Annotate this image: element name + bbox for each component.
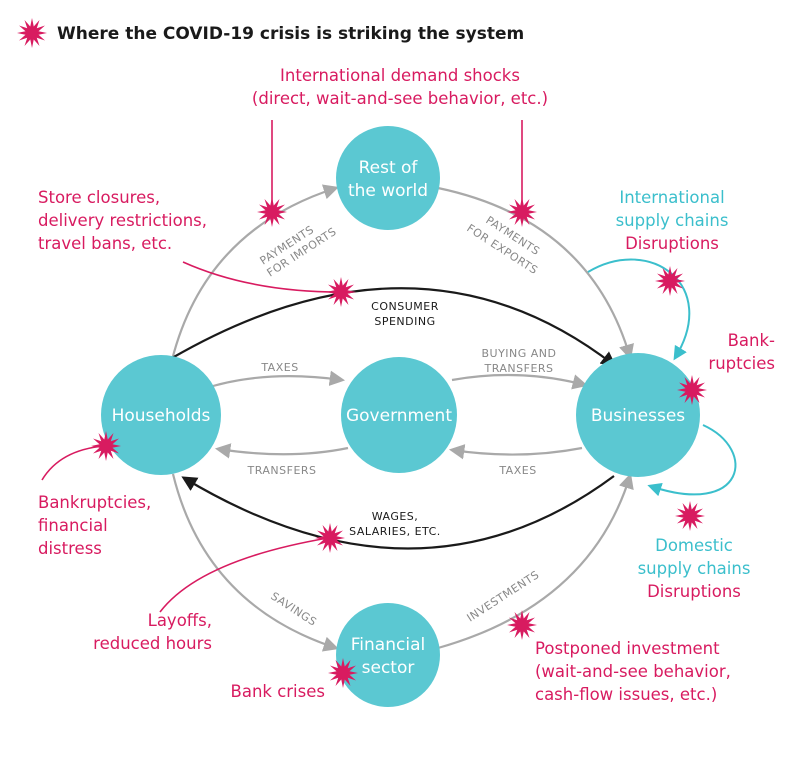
node-households <box>101 355 221 475</box>
text-bankruptcies-households-3: distress <box>38 539 102 558</box>
text-international-supply-3: Disruptions <box>625 234 719 253</box>
text-store-closures-2: delivery restrictions, <box>38 211 207 230</box>
legend-text: Where the COVID-19 crisis is striking th… <box>57 24 524 44</box>
node-businesses-label: Businesses <box>591 406 685 426</box>
burst-financial-sector-icon <box>328 658 358 688</box>
dark-flows <box>171 287 617 550</box>
supply-chain-texts: International supply chains Disruptions … <box>616 188 751 601</box>
text-store-closures-3: travel bans, etc. <box>38 234 172 253</box>
arrow-consumer-spending <box>171 287 617 367</box>
arrow-buying-and-transfers <box>451 373 588 390</box>
text-bankruptcies-households-1: Bankruptcies, <box>38 493 151 512</box>
arrow-savings <box>171 473 339 652</box>
text-bankruptcies-households-2: financial <box>38 516 108 535</box>
label-investments: INVESTMENTS <box>465 568 542 624</box>
burst-consumer-spending-icon <box>326 277 356 307</box>
text-bankruptcies-businesses-2: ruptcies <box>708 354 775 373</box>
text-postponed-investment-1: Postponed investment <box>535 639 720 658</box>
label-consumer-spending-1: CONSUMER <box>371 300 439 313</box>
label-wages-1: WAGES, <box>372 510 419 523</box>
burst-domestic-supply-icon <box>675 501 705 531</box>
node-businesses <box>576 353 700 477</box>
arrow-investments <box>437 473 634 650</box>
text-international-supply-1: International <box>619 188 724 207</box>
leader-layoffs <box>159 537 329 613</box>
arrow-transfers <box>214 443 349 459</box>
text-layoffs-1: Layoffs, <box>148 611 212 630</box>
text-international-demand-2: (direct, wait-and-see behavior, etc.) <box>252 89 548 108</box>
label-taxes-businesses: TAXES <box>498 464 536 477</box>
text-international-demand-1: International demand shocks <box>280 66 520 85</box>
node-financial-sector <box>336 603 440 707</box>
burst-businesses-icon <box>677 375 707 405</box>
leader-store-closures <box>182 261 341 293</box>
label-buying-and-transfers-1: BUYING AND <box>481 347 556 360</box>
node-households-label: Households <box>112 406 211 426</box>
label-consumer-spending-2: SPENDING <box>374 315 435 328</box>
burst-exports-icon <box>507 197 537 227</box>
text-bank-crises: Bank crises <box>231 682 325 701</box>
label-transfers: TRANSFERS <box>246 464 316 477</box>
node-rest-of-world <box>336 126 440 230</box>
arrow-payments-for-imports <box>170 184 339 361</box>
node-financial-sector-line1: Financial <box>351 635 425 655</box>
text-postponed-investment-3: cash-flow issues, etc.) <box>535 685 717 704</box>
label-taxes-households: TAXES <box>260 361 298 374</box>
node-rest-of-world-line2: the world <box>348 181 428 201</box>
text-postponed-investment-2: (wait-and-see behavior, <box>535 662 731 681</box>
label-wages-2: SALARIES, ETC. <box>349 525 441 538</box>
burst-investments-icon <box>507 610 537 640</box>
node-rest-of-world-line1: Rest of <box>359 158 419 178</box>
text-domestic-supply-3: Disruptions <box>647 582 741 601</box>
arrow-wages <box>181 475 615 550</box>
arrow-payments-for-exports <box>437 186 634 360</box>
label-buying-and-transfers-2: TRANSFERS <box>483 362 553 375</box>
burst-wages-icon <box>315 523 345 553</box>
shock-bursts <box>91 197 707 688</box>
loop-domestic-supply <box>647 424 737 497</box>
gray-flows <box>170 184 634 652</box>
leader-households-bankruptcies <box>41 445 105 481</box>
legend-burst-icon <box>17 18 47 48</box>
burst-imports-icon <box>257 197 287 227</box>
node-financial-sector-line2: sector <box>362 658 415 678</box>
legend: Where the COVID-19 crisis is striking th… <box>17 18 524 48</box>
node-government-label: Government <box>346 406 452 426</box>
text-domestic-supply-1: Domestic <box>655 536 733 555</box>
text-layoffs-2: reduced hours <box>93 634 212 653</box>
text-store-closures-1: Store closures, <box>38 188 160 207</box>
burst-households-icon <box>91 431 121 461</box>
node-government <box>341 357 457 473</box>
pink-leaders <box>41 120 523 613</box>
text-domestic-supply-2: supply chains <box>638 559 751 578</box>
text-international-supply-2: supply chains <box>616 211 729 230</box>
arrow-taxes-businesses <box>448 444 583 460</box>
nodes: Rest of the world Households Government … <box>101 126 700 707</box>
loop-international-supply <box>587 258 691 361</box>
label-savings: SAVINGS <box>268 590 319 629</box>
shock-texts: International demand shocks (direct, wai… <box>38 66 775 704</box>
arrow-taxes-households <box>212 370 346 388</box>
burst-international-supply-icon <box>655 266 685 296</box>
supply-chain-loops <box>587 258 737 497</box>
text-bankruptcies-businesses-1: Bank- <box>728 331 775 350</box>
